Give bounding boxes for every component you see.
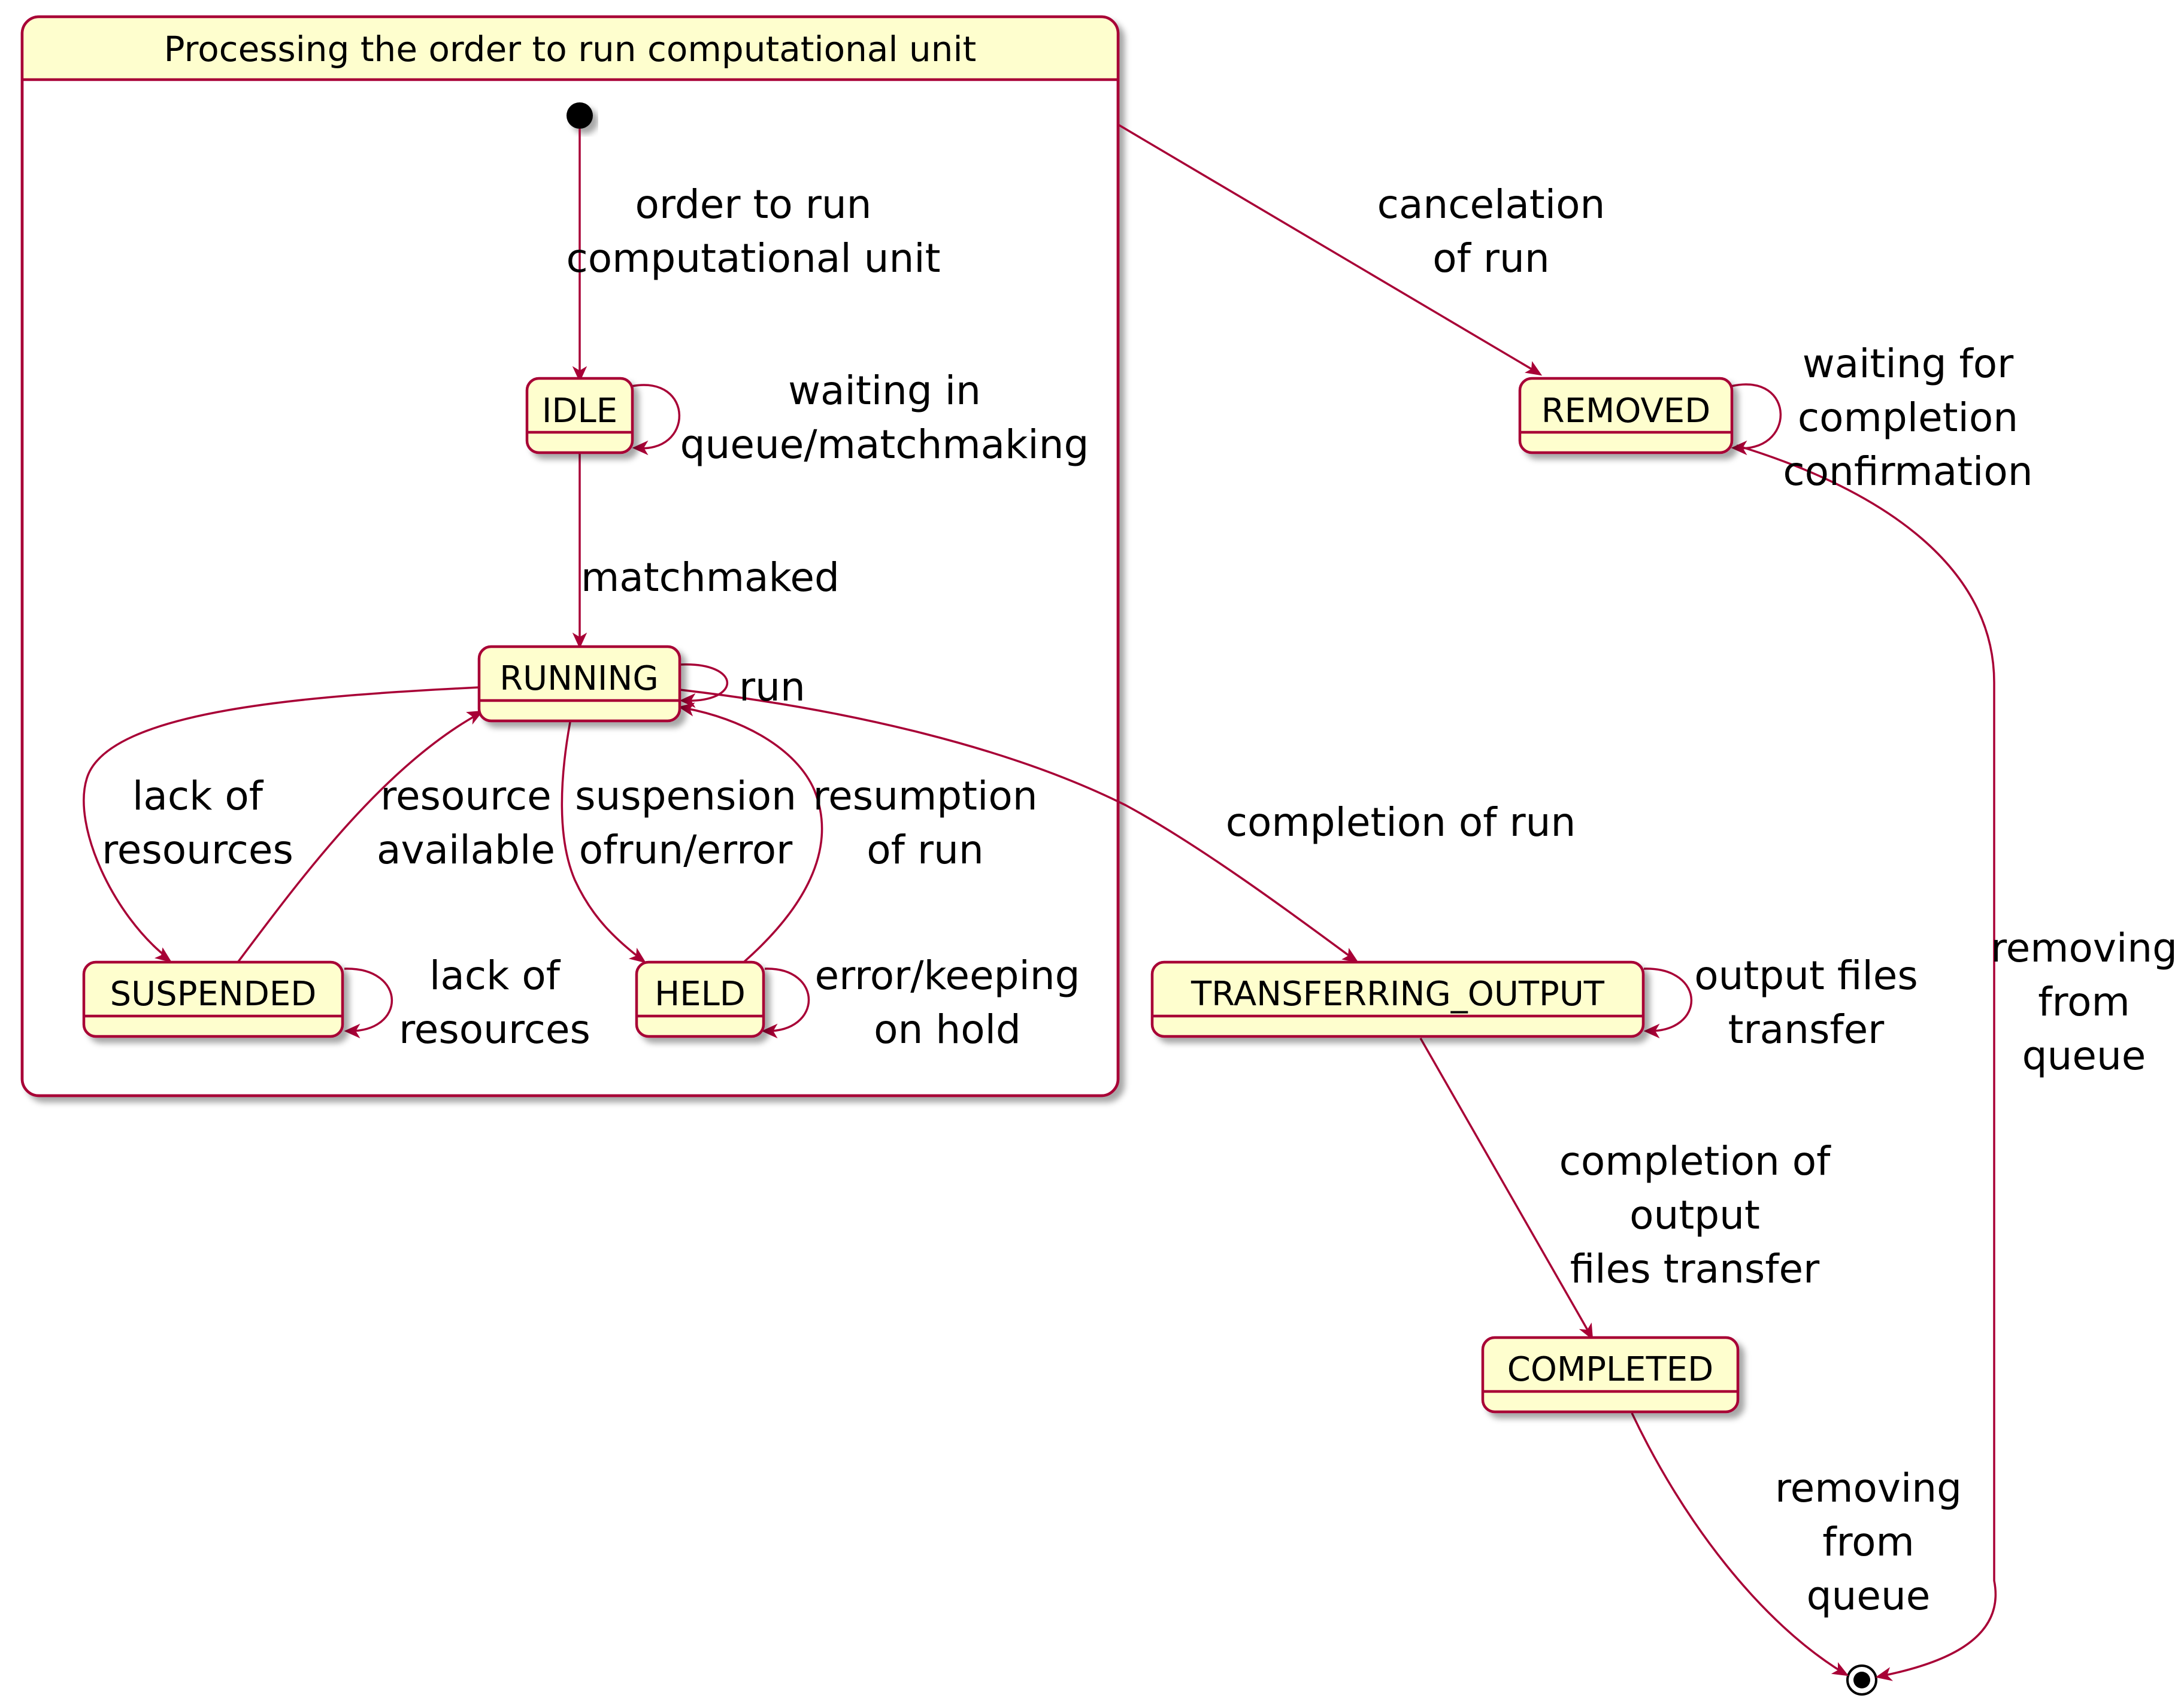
label-removed-to-end: removing from queue (1991, 925, 2177, 1079)
svg-text:completion of run: completion of run (1226, 799, 1576, 845)
edge-running-self (679, 663, 728, 702)
label-transferring-self: output files transfer (1694, 953, 1918, 1053)
svg-text:cancelation: cancelation (1377, 181, 1606, 228)
svg-text:confirmation: confirmation (1783, 448, 2032, 495)
svg-text:COMPLETED: COMPLETED (1507, 1350, 1714, 1389)
edge-held-to-running (682, 707, 823, 963)
edge-transferring-to-completed (1419, 1038, 1592, 1336)
svg-text:completion of: completion of (1559, 1138, 1832, 1184)
svg-text:queue: queue (1807, 1573, 1931, 1619)
svg-text:on hold: on hold (874, 1006, 1021, 1053)
label-idle-self: waiting in queue/matchmaking (680, 368, 1089, 468)
svg-text:order to run: order to run (635, 181, 871, 228)
state-idle: IDLE (525, 377, 634, 454)
svg-text:REMOVED: REMOVED (1541, 392, 1711, 430)
svg-text:transfer: transfer (1728, 1006, 1885, 1053)
final-state (1846, 1664, 1877, 1696)
edge-removed-to-end (1736, 444, 1997, 1678)
svg-text:of run: of run (1432, 235, 1549, 281)
state-running: RUNNING (477, 645, 681, 723)
svg-text:resumption: resumption (813, 773, 1037, 819)
svg-text:suspension: suspension (575, 773, 796, 819)
label-held-to-running: resumption of run (813, 773, 1037, 873)
svg-text:computational unit: computational unit (566, 235, 940, 281)
svg-text:lack of: lack of (132, 773, 264, 819)
edge-removed-self (1731, 383, 1782, 450)
svg-text:waiting for: waiting for (1803, 341, 2014, 387)
svg-text:resource: resource (380, 773, 551, 819)
edge-running-to-suspended (83, 686, 480, 959)
svg-text:output files: output files (1694, 953, 1918, 999)
svg-text:IDLE: IDLE (542, 392, 617, 430)
composite-state: Processing the order to run computationa… (20, 15, 1120, 1097)
edge-running-to-held (561, 721, 643, 961)
svg-text:queue/matchmaking: queue/matchmaking (680, 422, 1089, 468)
edge-held-self (764, 968, 810, 1032)
edge-composite-to-removed (1117, 123, 1538, 374)
state-held: HELD (635, 960, 765, 1038)
state-removed: REMOVED (1518, 377, 1734, 454)
label-idle-to-running: matchmaked (581, 554, 840, 601)
svg-text:removing: removing (1991, 925, 2177, 971)
edge-transferring-self (1643, 968, 1693, 1032)
svg-text:output: output (1629, 1192, 1760, 1238)
label-suspended-to-running: resource available (377, 773, 555, 873)
label-completed-to-end: removing from queue (1775, 1465, 1962, 1619)
svg-text:run: run (739, 664, 805, 710)
label-suspended-self: lack of resources (399, 953, 590, 1053)
svg-text:matchmaked: matchmaked (581, 554, 840, 601)
edge-suspended-to-running (237, 712, 480, 963)
svg-text:queue: queue (2022, 1033, 2146, 1079)
svg-text:TRANSFERRING_OUTPUT: TRANSFERRING_OUTPUT (1191, 975, 1605, 1014)
svg-text:of run: of run (867, 827, 983, 873)
svg-text:from: from (1822, 1519, 1915, 1565)
label-held-self: error/keeping on hold (814, 953, 1080, 1053)
label-running-to-held: suspension ofrun/error (575, 773, 796, 873)
state-suspended: SUSPENDED (82, 960, 344, 1038)
svg-text:waiting in: waiting in (788, 368, 981, 414)
svg-text:from: from (2038, 979, 2130, 1025)
svg-text:resources: resources (399, 1006, 590, 1053)
label-start-to-idle: order to run computational unit (566, 181, 940, 281)
svg-text:files transfer: files transfer (1570, 1246, 1820, 1292)
svg-text:available: available (377, 827, 555, 873)
svg-text:error/keeping: error/keeping (814, 953, 1080, 999)
transitions (83, 123, 1997, 1681)
svg-text:RUNNING: RUNNING (499, 659, 658, 698)
svg-text:resources: resources (102, 827, 293, 873)
initial-state (567, 102, 593, 129)
edge-idle-self (631, 384, 681, 450)
composite-title: Processing the order to run computationa… (164, 29, 977, 69)
label-transferring-to-completed: completion of output files transfer (1559, 1138, 1832, 1292)
state-completed: COMPLETED (1481, 1336, 1740, 1414)
label-running-to-suspended: lack of resources (102, 773, 293, 873)
label-removed-self: waiting for completion confirmation (1783, 341, 2032, 495)
label-composite-to-removed: cancelation of run (1377, 181, 1606, 281)
label-running-to-transferring: completion of run (1226, 799, 1576, 845)
label-running-self: run (739, 664, 805, 710)
edge-suspended-self (344, 968, 393, 1032)
svg-text:HELD: HELD (655, 975, 746, 1014)
svg-text:completion: completion (1798, 395, 2018, 441)
edge-completed-to-end (1631, 1412, 1845, 1675)
svg-text:ofrun/error: ofrun/error (579, 827, 793, 873)
svg-text:SUSPENDED: SUSPENDED (110, 975, 317, 1014)
edge-running-to-transferring (679, 689, 1356, 961)
svg-text:lack of: lack of (429, 953, 561, 999)
state-transferring-output: TRANSFERRING_OUTPUT (1150, 960, 1645, 1038)
svg-text:removing: removing (1775, 1465, 1962, 1511)
